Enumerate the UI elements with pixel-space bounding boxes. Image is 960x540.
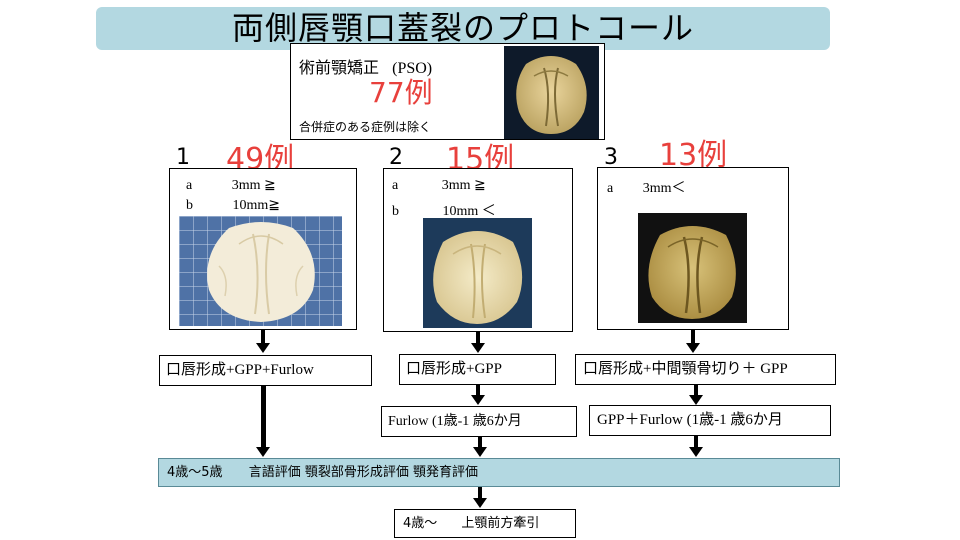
group-1-key-a: a xyxy=(186,178,193,193)
arrow-3-head xyxy=(686,343,700,353)
arrow-3b-head xyxy=(689,395,703,405)
group-2-number: 2 xyxy=(389,145,403,170)
arrow-2c-shaft xyxy=(478,437,482,448)
group-3-photo xyxy=(638,213,747,323)
group-2-val-a: 3mm ≧ xyxy=(441,178,486,193)
evaluation-band: 4歳～5歳 言語評価 顎裂部骨形成評価 顎発育評価 xyxy=(158,458,840,487)
final-box: 4歳～ 上顎前方牽引 xyxy=(394,509,576,538)
arrow-1-shaft xyxy=(261,330,265,344)
second-surgery-3-box: GPP＋Furlow (1歳-1 歳6か月 xyxy=(589,405,831,436)
surgery-1-label: 口唇形成+GPP+Furlow xyxy=(166,362,314,378)
group-3-key-a: a xyxy=(607,181,614,196)
group-1-photo xyxy=(179,216,342,326)
group-3-val-a: 3mm＜ xyxy=(642,181,686,196)
group-2-key-b: b xyxy=(392,204,399,219)
arrow-2c-head xyxy=(473,447,487,457)
group-2-photo xyxy=(423,218,532,328)
group-2-box: a 3mm ≧ b 10mm ＜ xyxy=(383,168,573,332)
arrow-2b-shaft xyxy=(476,385,480,396)
arrow-3c-shaft xyxy=(694,436,698,448)
arrow-3c-head xyxy=(689,447,703,457)
arrow-2-shaft xyxy=(476,332,480,344)
surgery-2-label: 口唇形成+GPP xyxy=(406,361,502,377)
surgery-2-box: 口唇形成+GPP xyxy=(399,354,556,385)
final-age: 4歳～ xyxy=(403,516,438,531)
surgery-3-box: 口唇形成+中間顎骨切り＋ GPP xyxy=(575,354,836,385)
arrow-1-long-head xyxy=(256,447,270,457)
arrow-final-shaft xyxy=(478,487,482,499)
arrow-3-shaft xyxy=(691,330,695,344)
group-1-val-b: 10mm≧ xyxy=(232,198,281,213)
arrow-1-long-shaft xyxy=(261,386,266,448)
second-surgery-2-box: Furlow (1歳-1 歳6か月 xyxy=(381,406,577,437)
pso-label-suffix: (PSO) xyxy=(392,60,433,77)
pso-label: 術前顎矯正 xyxy=(299,58,380,77)
surgery-1-box: 口唇形成+GPP+Furlow xyxy=(159,355,372,386)
second-surgery-3-label: GPP＋Furlow (1歳-1 歳6か月 xyxy=(597,412,783,428)
arrow-3b-shaft xyxy=(694,385,698,396)
group-2-val-b: 10mm ＜ xyxy=(442,204,496,219)
group-1-number: 1 xyxy=(176,145,190,170)
pso-photo xyxy=(504,46,599,139)
arrow-2-head xyxy=(471,343,485,353)
second-surgery-2-label: Furlow (1歳-1 歳6か月 xyxy=(388,414,522,429)
page-title: 両側唇顎口蓋裂のプロトコール xyxy=(231,9,694,47)
evaluation-age: 4歳～5歳 xyxy=(167,465,223,480)
group-3-number: 3 xyxy=(604,145,618,170)
arrow-1-head xyxy=(256,343,270,353)
arrow-2b-head xyxy=(471,395,485,405)
pso-count: 77例 xyxy=(369,76,433,109)
pso-note: 合併症のある症例は除く xyxy=(299,120,432,134)
group-2-key-a: a xyxy=(392,178,399,193)
group-1-key-b: b xyxy=(186,198,193,213)
group-1-box: a 3mm ≧ b 10mm≧ xyxy=(169,168,357,330)
final-label: 上顎前方牽引 xyxy=(461,516,540,531)
pso-box: 術前顎矯正 (PSO) 77例 合併症のある症例は除く xyxy=(290,43,605,140)
group-3-box: a 3mm＜ xyxy=(597,167,789,330)
title-bar xyxy=(96,7,830,50)
surgery-3-label: 口唇形成+中間顎骨切り＋ GPP xyxy=(583,361,788,377)
evaluation-items: 言語評価 顎裂部骨形成評価 顎発育評価 xyxy=(248,465,478,480)
group-1-val-a: 3mm ≧ xyxy=(231,178,276,193)
arrow-final-head xyxy=(473,498,487,508)
